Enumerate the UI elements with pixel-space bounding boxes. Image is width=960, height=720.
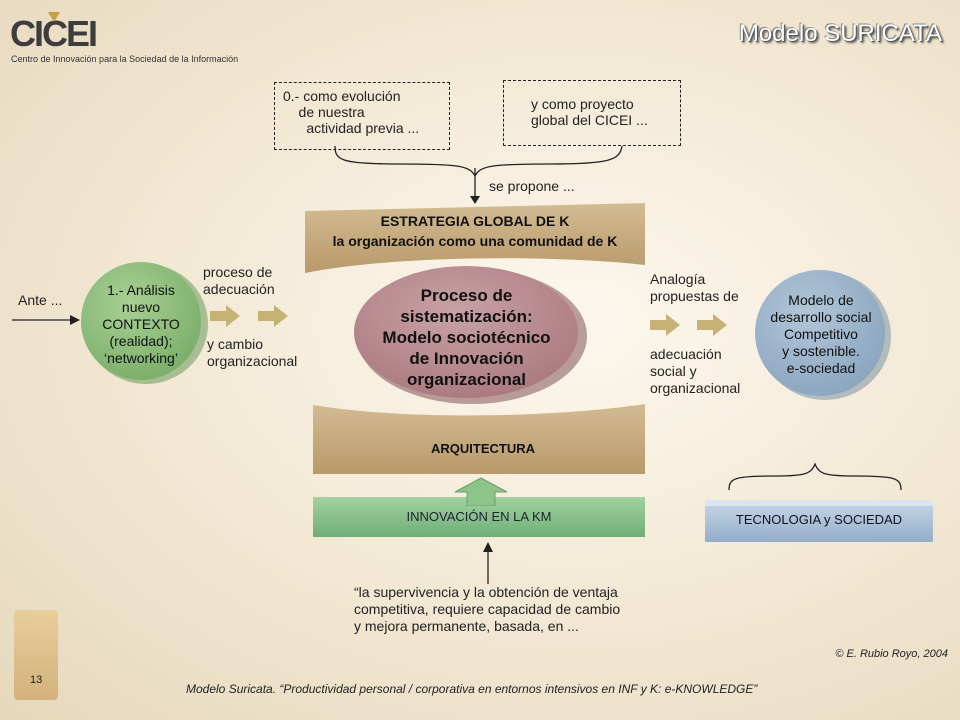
- dashed-box-left-text: 0.- como evolución de nuestra actividad …: [283, 88, 420, 136]
- estrategia-title: ESTRATEGIA GLOBAL DE K: [380, 213, 570, 229]
- dashed-box-right-text: y como proyecto global del CICEI ...: [531, 96, 648, 128]
- arquitectura-label: ARQUITECTURA: [431, 441, 535, 456]
- dashed-box-right: [503, 80, 681, 146]
- center-ellipse: [354, 266, 587, 404]
- up-arrow-icon: [454, 477, 508, 506]
- se-propone-label: se propone ...: [489, 178, 575, 194]
- right-arrow-icon: [258, 305, 288, 327]
- right-circle: [755, 270, 891, 400]
- analogia-label: Analogía propuestas de: [650, 271, 739, 304]
- tecnologia-label: TECNOLOGIA y SOCIEDAD: [735, 512, 903, 527]
- footer-caption: Modelo Suricata. “Productividad personal…: [186, 682, 758, 696]
- cambio-organizacional-label: y cambio organizacional: [207, 336, 298, 369]
- innovacion-label: INNOVACIÓN EN LA KM: [406, 509, 552, 524]
- arquitectura-band: [313, 404, 645, 474]
- tecnologia-brace: [728, 462, 902, 491]
- right-arrow-icon: [650, 314, 680, 336]
- quote-arrow: [483, 542, 493, 584]
- estrategia-subtitle: la organización como una comunidad de K: [332, 233, 618, 249]
- estrategia-band: [305, 203, 645, 273]
- cicei-logo: CICEI: [10, 12, 98, 54]
- left-circle: [81, 262, 208, 384]
- left-circle-text: 1.- Análisis nuevo CONTEXTO (realidad); …: [102, 282, 180, 366]
- right-circle-text: Modelo de desarrollo social Competitivo …: [770, 292, 872, 376]
- right-arrow-icon: [210, 305, 240, 327]
- brace-connector: [334, 145, 623, 204]
- ante-arrow: [12, 315, 80, 325]
- proceso-adecuacion-label: proceso de adecuación: [203, 264, 275, 297]
- center-ellipse-text: Proceso de sistematización: Modelo socio…: [382, 286, 551, 389]
- page-title: Modelo SURICATA: [738, 20, 942, 47]
- page-number: 13: [30, 674, 43, 686]
- ante-label: Ante ...: [18, 292, 63, 308]
- quote-text: “la supervivencia y la obtención de vent…: [354, 584, 621, 634]
- copyright: © E. Rubio Royo, 2004: [835, 648, 948, 660]
- tecnologia-box: [705, 500, 933, 542]
- logo-subtitle: Centro de Innovación para la Sociedad de…: [11, 54, 239, 64]
- decorative-strip: [14, 610, 58, 700]
- dashed-box-left: [274, 82, 450, 150]
- right-arrow-icon: [697, 314, 727, 336]
- adecuacion-social-label: adecuación social y organizacional: [650, 346, 741, 396]
